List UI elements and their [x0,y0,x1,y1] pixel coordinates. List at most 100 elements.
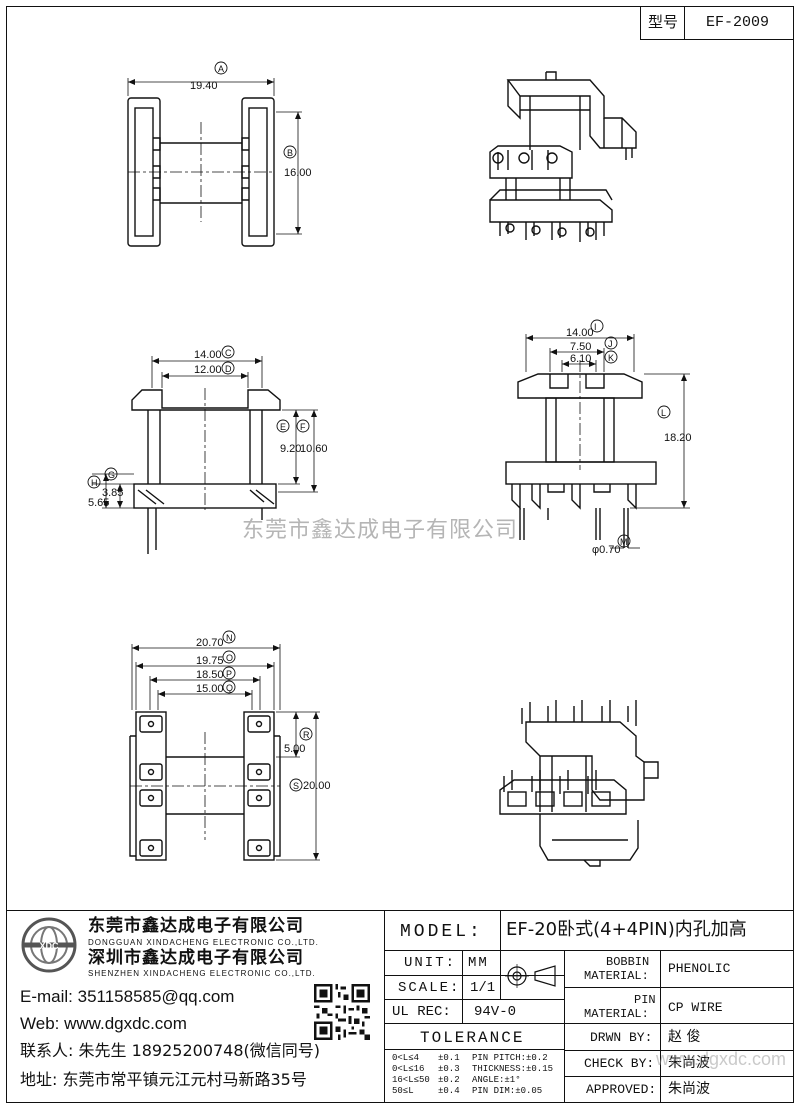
company-contact: 联系人: 朱先生 18925200748(微信同号) [20,1041,321,1060]
dim-c-value: 14.00 [194,349,222,361]
model-label: MODEL: [400,922,483,942]
projection-symbol [505,962,559,990]
dim-b-tag: B [287,148,293,158]
dim-a-value: 19.40 [190,80,218,92]
company-en-dg: DONGGUAN XINDACHENG ELECTRONIC CO.,LTD. [88,938,319,947]
dim-n-tag: N [226,633,233,643]
tol-item: THICKNESS:±0.15 [472,1064,554,1074]
company-web: Web: www.dgxdc.com [20,1014,187,1033]
scale-label: SCALE: [398,980,461,996]
watermark-text: 东莞市鑫达成电子有限公司 [242,518,519,543]
dim-c-tag: C [225,348,232,358]
approved-value: 朱尚波 [668,1081,710,1097]
dim-h-value: 5.65 [88,497,109,509]
dim-k-value: 6.10 [570,353,591,365]
company-email: E-mail: 351158585@qq.com [20,987,235,1006]
dim-g-tag: G [108,470,115,480]
tol-row: 16<L≤50 ±0.2 ANGLE:±1° [392,1075,562,1086]
company-address: 地址: 东莞市常平镇元江元村马新路35号 [20,1070,307,1089]
model-value: EF-20卧式(4+4PIN)内孔加高 [506,919,747,940]
tol-value: ±0.2 [438,1075,460,1085]
dim-g-value: 3.85 [102,487,123,499]
ul-label: UL REC: [392,1004,451,1020]
drawn-by-value: 赵 俊 [668,1029,701,1045]
pin-label-1: PIN [634,993,656,1007]
dim-i-tag: I [594,322,597,332]
dim-b-value: 16.00 [284,167,312,179]
svg-text:XDC: XDC [39,941,59,951]
dim-l-value: 18.20 [664,432,692,444]
tol-range: 0<L≤4 [392,1053,420,1063]
model-header-box [640,6,794,40]
dim-f-value: 10.60 [300,443,328,455]
tol-row: 50≤L ±0.4 PIN DIM:±0.05 [392,1086,562,1097]
third-angle-projection-icon [505,964,556,988]
technical-drawings: 19.40 A 16.00 B 14.00 C 12.00 D 9.20 E 1… [87,61,692,867]
dim-k-tag: K [608,353,614,363]
check-by-label: CHECK BY: [584,1056,655,1071]
drawn-by-label: DRWN BY: [590,1030,653,1045]
dim-e-value: 9.20 [280,443,301,455]
bottom-view [129,630,320,861]
company-en-sz: SHENZHEN XINDACHENG ELECTRONIC CO.,LTD. [88,969,316,978]
company-logo: XDC [20,916,78,974]
iso-view-bottom [499,700,659,867]
front-view [505,319,690,549]
dim-s-value: 20.00 [303,780,331,792]
tol-row: 0<L≤16 ±0.3 THICKNESS:±0.15 [392,1064,562,1075]
tol-item: ANGLE:±1° [472,1075,521,1085]
approved-label: APPROVED: [586,1082,657,1097]
top-view [127,61,302,247]
iso-view-top [489,71,637,242]
pin-value: CP WIRE [668,1000,723,1015]
dim-f-tag: F [300,422,306,432]
dim-l-tag: L [661,408,666,418]
tolerance-table: 0<L≤4 ±0.1 PIN PITCH:±0.2 0<L≤16 ±0.3 TH… [392,1053,562,1097]
tol-value: ±0.4 [438,1086,460,1096]
company-name-sz: 深圳市鑫达成电子有限公司 [88,948,304,968]
dim-o-tag: O [226,653,233,663]
dim-n-value: 20.70 [196,637,224,649]
dim-j-value: 7.50 [570,341,591,353]
dim-h-tag: H [91,478,98,488]
tol-value: ±0.3 [438,1064,460,1074]
tol-item: PIN DIM:±0.05 [472,1086,543,1096]
dim-a-tag: A [218,64,224,74]
model-header-label: 型号 [648,13,679,31]
dim-q-value: 15.00 [196,683,224,695]
model-header-value: EF-2009 [706,14,770,31]
dim-p-value: 18.50 [196,669,224,681]
bobbin-value: PHENOLIC [668,961,731,976]
company-name-dg: 东莞市鑫达成电子有限公司 [88,916,304,936]
watermark-url: www.dgxdc.com [656,1049,787,1069]
dim-j-tag: J [608,339,613,349]
dim-d-value: 12.00 [194,364,222,376]
dim-o-value: 19.75 [196,655,224,667]
dim-r-value: 5.00 [284,743,305,755]
unit-label: UNIT: [404,955,457,971]
tol-value: ±0.1 [438,1053,460,1063]
tol-range: 0<L≤16 [392,1064,425,1074]
bobbin-label-1: BOBBIN [606,955,650,969]
dim-i-value: 14.00 [566,327,594,339]
globe-logo-icon: XDC [21,917,77,973]
dim-p-tag: P [226,669,232,679]
side-view [87,345,318,554]
dim-m-tag: M [620,537,628,547]
title-block [6,910,794,1103]
dim-s-tag: S [293,781,299,791]
tol-item: PIN PITCH:±0.2 [472,1053,548,1063]
ul-value: 94V-0 [474,1004,517,1020]
tol-range: 16<L≤50 [392,1075,430,1085]
pin-label-2: MATERIAL: [584,1007,649,1021]
scale-value: 1/1 [470,980,496,996]
qr-code [314,984,370,1040]
tol-range: 50≤L [392,1086,414,1096]
dim-q-tag: Q [226,683,233,693]
dim-r-tag: R [303,730,310,740]
unit-value: MM [468,955,489,971]
tolerance-label: TOLERANCE [420,1029,525,1047]
dim-m-value: φ0.70 [592,544,621,556]
tol-row: 0<L≤4 ±0.1 PIN PITCH:±0.2 [392,1053,562,1064]
